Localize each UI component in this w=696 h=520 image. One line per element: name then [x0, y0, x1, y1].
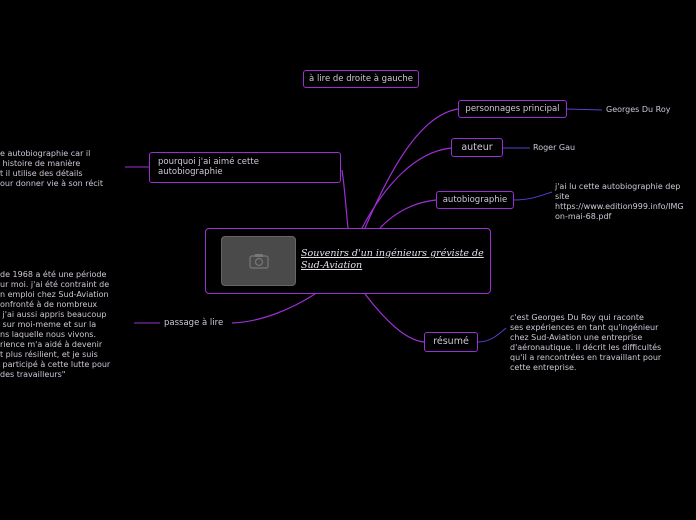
- detail-personnages: Georges Du Roy: [606, 105, 670, 115]
- connector-auteur: [362, 148, 451, 228]
- detail-autobiographie: j'ai lu cette autobiographie dep site ht…: [555, 182, 684, 222]
- connector-passage: [232, 294, 315, 323]
- central-topic[interactable]: Souvenirs d'un ingénieurs gréviste de Su…: [205, 228, 491, 294]
- detail-line-resume: [478, 328, 506, 342]
- connector-pourquoi: [342, 170, 348, 228]
- detail-passage: de 1968 a été une période ur moi. j'ai é…: [0, 270, 110, 380]
- central-title: Souvenirs d'un ingénieurs gréviste de Su…: [301, 248, 486, 272]
- topic-image[interactable]: [221, 236, 296, 286]
- camera-icon: [249, 253, 269, 269]
- node-personnages-principal[interactable]: personnages principal: [458, 100, 567, 118]
- node-autobiographie[interactable]: autobiographie: [436, 191, 514, 209]
- node-pourquoi[interactable]: pourquoi j'ai aimé cette autobiographie: [149, 152, 341, 183]
- top-note[interactable]: à lire de droite à gauche: [303, 70, 419, 88]
- detail-line-autobiographie: [514, 192, 552, 200]
- connector-resume: [365, 294, 424, 342]
- detail-resume: c'est Georges Du Roy qui raconte ses exp…: [510, 313, 661, 373]
- detail-pourquoi: e autobiographie car il histoire de mani…: [0, 149, 103, 189]
- node-resume[interactable]: résumé: [424, 332, 478, 352]
- connector-personnages: [365, 109, 458, 228]
- detail-auteur: Roger Gau: [533, 143, 575, 153]
- detail-line-personnages: [567, 109, 602, 110]
- connector-autobiographie: [380, 200, 436, 228]
- node-passage-a-lire[interactable]: passage à lire: [164, 318, 223, 328]
- node-auteur[interactable]: auteur: [451, 138, 503, 157]
